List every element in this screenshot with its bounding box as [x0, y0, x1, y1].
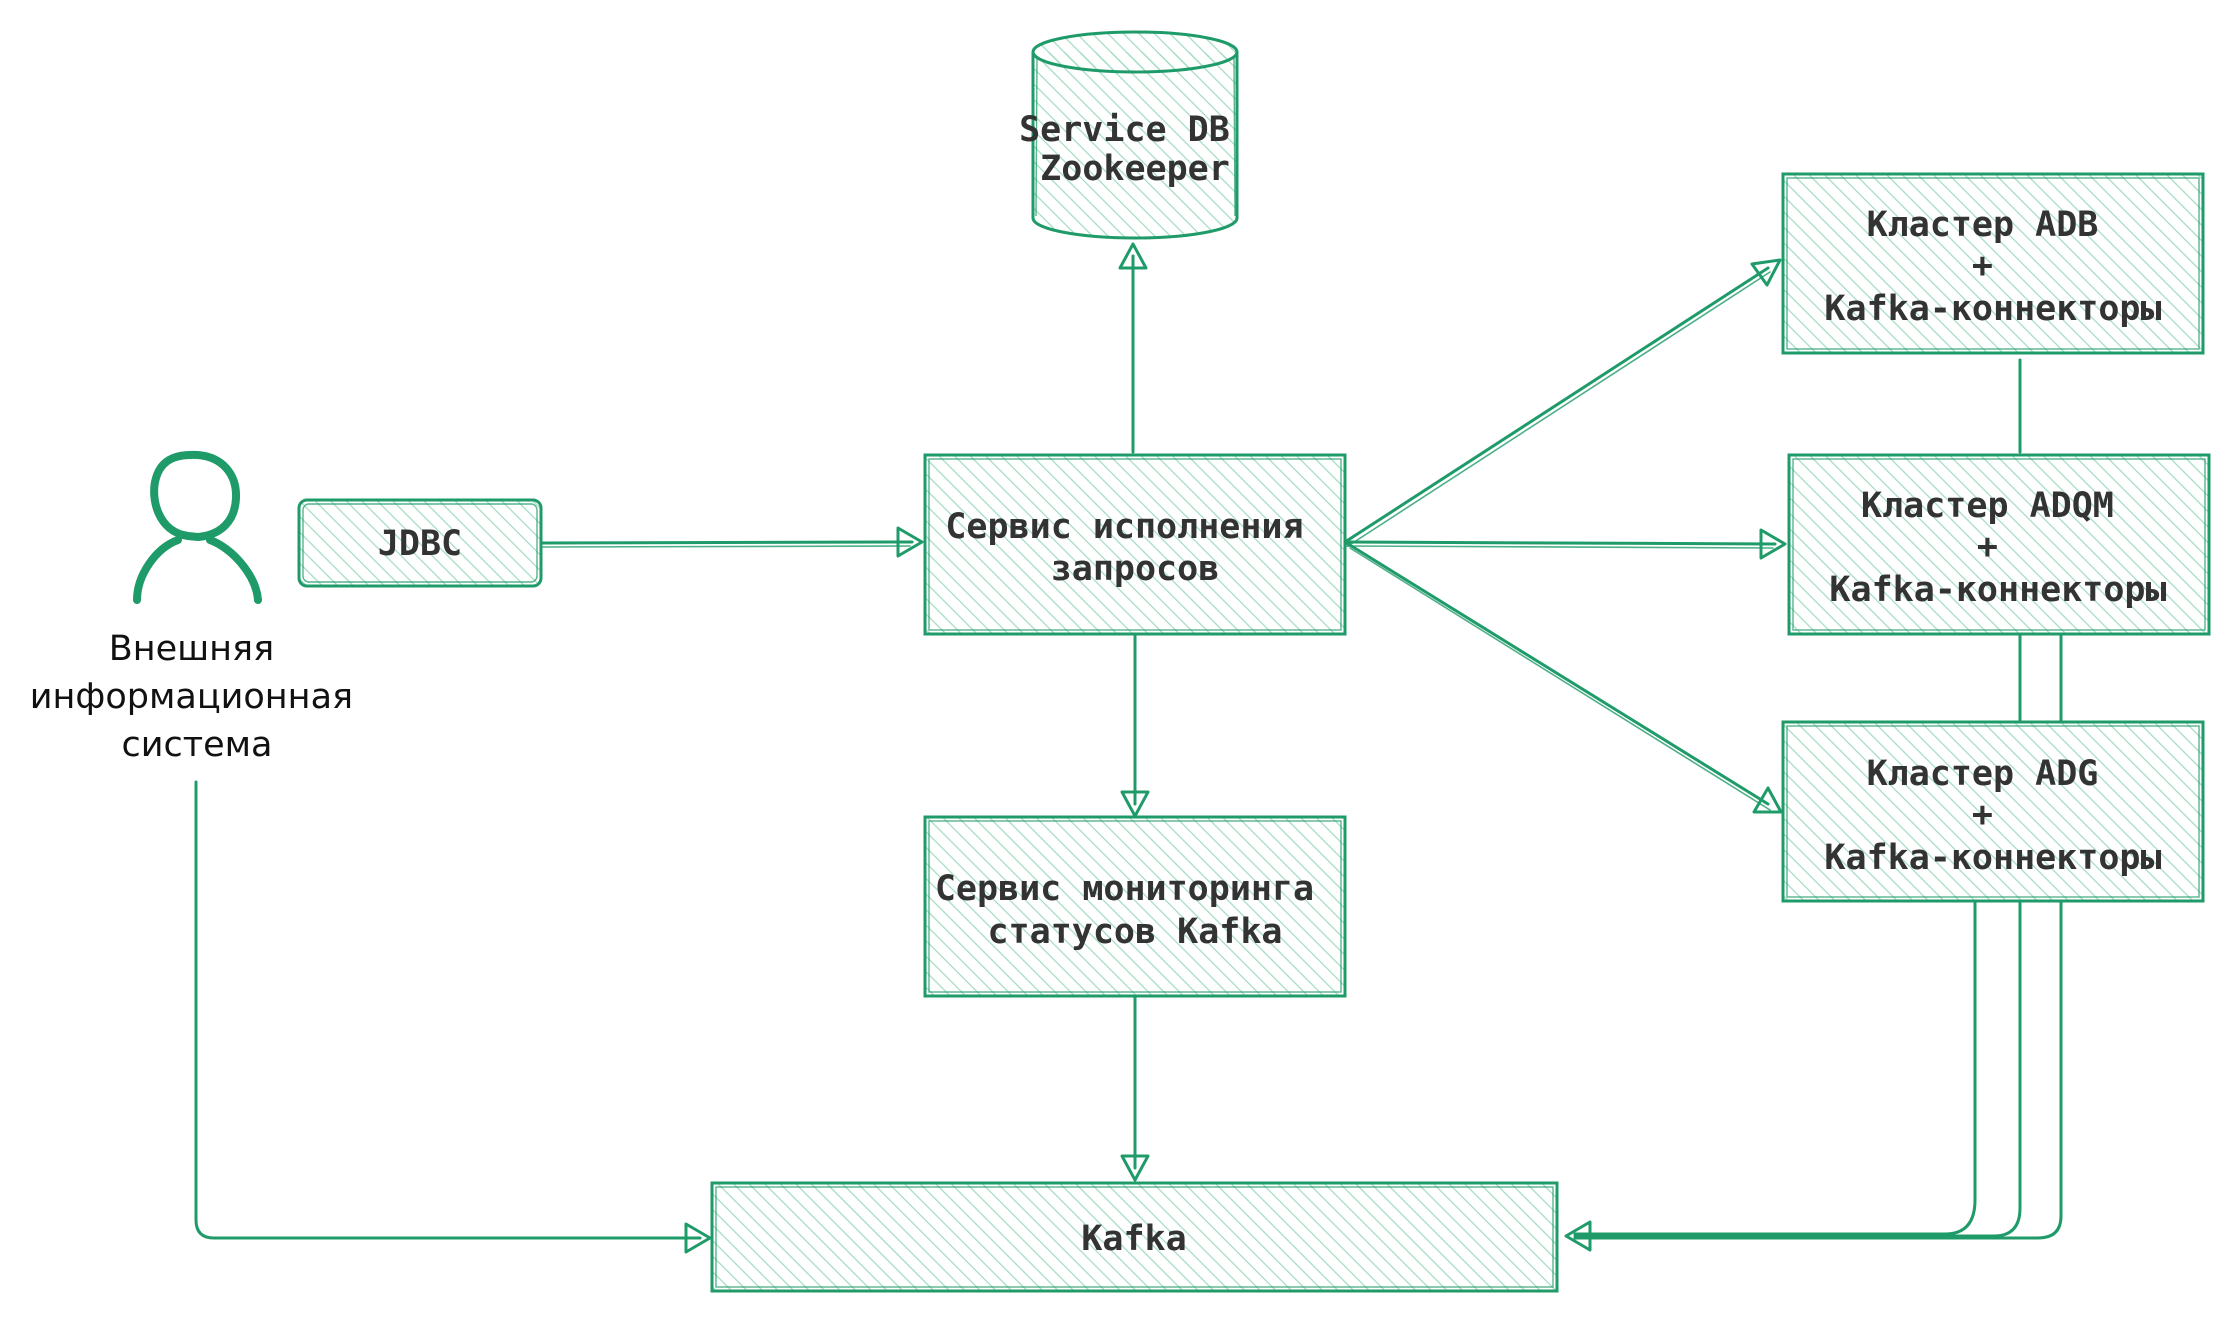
- edge-adb-to-kafka: [1573, 358, 2022, 1238]
- service-db-label: Service DB Zookeeper: [1019, 110, 1251, 189]
- actor-label-line-3: система: [121, 725, 272, 765]
- monitoring-node[interactable]: Сервис мониторинга статусов Kafka: [923, 815, 1347, 998]
- edge-query-service-to-adb: [1343, 258, 1782, 547]
- edge-query-service-to-monitoring: [1120, 634, 1150, 818]
- edges: [194, 242, 2063, 1254]
- adg-cluster-label-line-3: Kafka-коннекторы: [1824, 838, 2161, 878]
- edge-query-service-to-service-db: [1118, 242, 1148, 454]
- adb-cluster-label-line-2: +: [1972, 246, 1993, 286]
- kafka-label: Kafka: [1081, 1219, 1186, 1259]
- monitoring-label: Сервис мониторинга статусов Kafka: [935, 869, 1335, 952]
- person-icon: [133, 450, 262, 604]
- adg-cluster-label-line-1: Кластер ADG: [1867, 754, 2099, 794]
- adb-cluster-label-line-3: Kafka-коннекторы: [1824, 289, 2161, 329]
- adqm-cluster-label-line-2: +: [1977, 527, 1998, 567]
- monitoring-label-line-2: статусов Kafka: [987, 912, 1282, 952]
- edge-query-service-to-adg: [1343, 540, 1783, 814]
- adqm-cluster-label-line-3: Kafka-коннекторы: [1829, 570, 2166, 610]
- query-service-label-line-1: Сервис исполнения: [945, 507, 1303, 547]
- query-service-label-line-2: запросов: [1051, 549, 1220, 589]
- jdbc-node[interactable]: JDBC: [297, 498, 543, 588]
- actor-label-line-2: информационная: [30, 677, 353, 717]
- service-db-label-line-2: Zookeeper: [1040, 149, 1230, 189]
- adg-cluster-label: Кластер ADG + Kafka-коннекторы: [1824, 754, 2161, 878]
- edge-monitoring-to-kafka: [1120, 994, 1150, 1182]
- adqm-cluster-node[interactable]: Кластер ADQM + Kafka-коннекторы: [1787, 453, 2211, 636]
- edge-adg-to-kafka: [1564, 900, 1977, 1252]
- service-db-label-line-1: Service DB: [1019, 110, 1230, 150]
- query-service-node[interactable]: Сервис исполнения запросов: [923, 453, 1347, 636]
- adb-cluster-label-line-1: Кластер ADB: [1867, 205, 2099, 245]
- adb-cluster-label: Кластер ADB + Kafka-коннекторы: [1824, 205, 2161, 329]
- adg-cluster-node[interactable]: Кластер ADG + Kafka-коннекторы: [1781, 720, 2205, 903]
- monitoring-label-line-1: Сервис мониторинга: [935, 869, 1314, 909]
- query-service-label: Сервис исполнения запросов: [945, 507, 1324, 589]
- jdbc-label: JDBC: [378, 524, 462, 564]
- kafka-node[interactable]: Kafka: [710, 1181, 1559, 1293]
- adqm-cluster-label: Кластер ADQM + Kafka-коннекторы: [1829, 486, 2166, 610]
- actor-label: Внешняя информационная система: [30, 629, 364, 765]
- service-db-node[interactable]: Service DB Zookeeper: [1019, 30, 1251, 240]
- edge-query-service-to-adqm: [1343, 528, 1787, 560]
- adg-cluster-label-line-2: +: [1972, 795, 1993, 835]
- edge-jdbc-to-query-service: [541, 526, 924, 558]
- adqm-cluster-label-line-1: Кластер ADQM: [1861, 486, 2114, 526]
- edge-adqm-to-kafka: [1573, 634, 2063, 1240]
- actor-label-line-1: Внешняя: [109, 629, 274, 669]
- adb-cluster-node[interactable]: Кластер ADB + Kafka-коннекторы: [1781, 172, 2205, 355]
- edge-actor-to-kafka: [194, 780, 712, 1254]
- actor-external-system[interactable]: Внешняя информационная система: [30, 450, 364, 765]
